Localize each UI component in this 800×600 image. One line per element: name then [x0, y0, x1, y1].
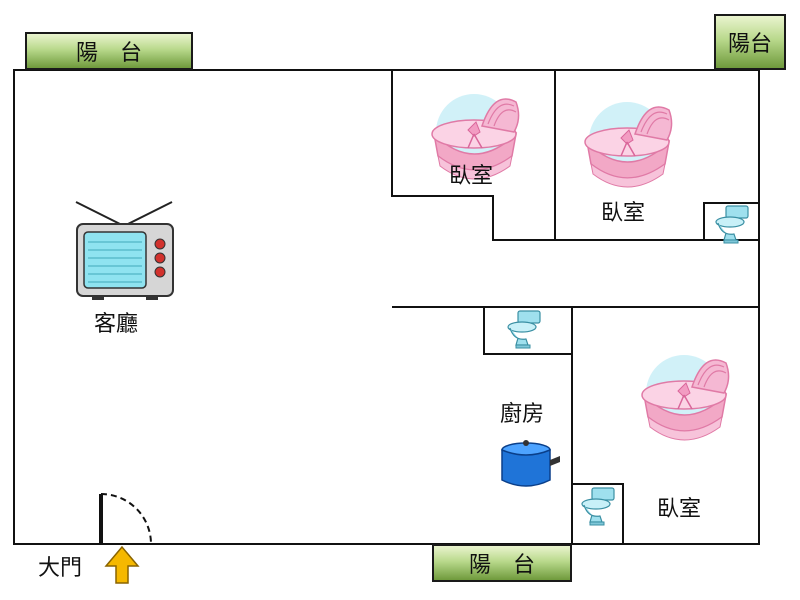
room-label-bedroom-3: 臥室 [657, 497, 702, 522]
balcony-top-right: 陽台 [714, 14, 786, 70]
cradle-icon [641, 354, 730, 441]
balcony-label: 陽台 [727, 32, 772, 57]
toilet-icon [581, 487, 615, 526]
toilet-icon [507, 310, 541, 349]
room-label-bedroom-1: 臥室 [449, 164, 494, 189]
balcony-label: 陽 台 [468, 553, 535, 578]
room-label-kitchen: 廚房 [500, 402, 545, 427]
toilet-icon [715, 205, 749, 244]
tv-icon [75, 201, 174, 300]
cooking-pot-icon [501, 440, 560, 487]
up-arrow-icon[interactable] [104, 545, 140, 584]
balcony-top-left: 陽 台 [25, 32, 193, 70]
door-swing-icon [99, 493, 152, 545]
room-label-bedroom-2: 臥室 [601, 201, 646, 226]
balcony-label: 陽 台 [75, 41, 142, 66]
cradle-icon [584, 101, 673, 188]
room-label-living: 客廳 [94, 312, 139, 337]
entrance-label: 大門 [38, 556, 83, 581]
balcony-bottom: 陽 台 [432, 544, 572, 582]
interior-walls [391, 70, 759, 544]
